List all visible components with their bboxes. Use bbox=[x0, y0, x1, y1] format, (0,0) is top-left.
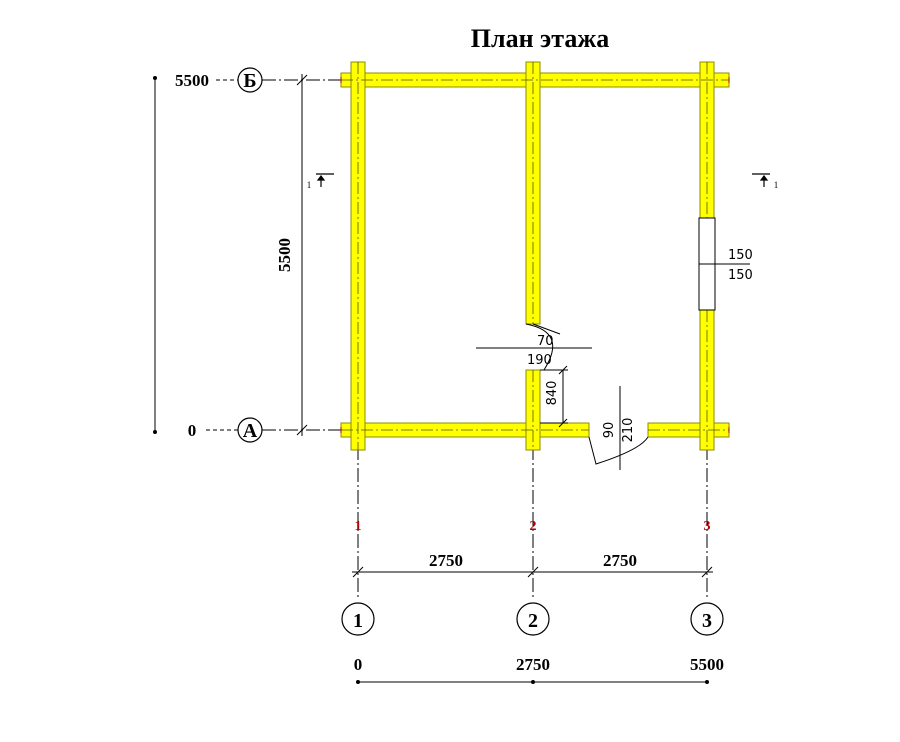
section-mark-left bbox=[316, 173, 334, 187]
section-right-label: 1 bbox=[774, 180, 779, 190]
door-840-dimension bbox=[540, 365, 568, 428]
level-bottom-label: 0 bbox=[188, 421, 197, 440]
inner-door-swing bbox=[525, 323, 554, 371]
coordinate-line bbox=[356, 680, 709, 684]
hdim-tick-3 bbox=[701, 566, 713, 578]
vdim-tick-top bbox=[296, 74, 308, 86]
span-1-2-label: 2750 bbox=[429, 551, 463, 570]
column-mark-1: 1 bbox=[355, 519, 362, 534]
section-left-label: 1 bbox=[307, 180, 312, 190]
vertical-dimension-label: 5500 bbox=[275, 238, 294, 272]
column-bubble-2-label: 2 bbox=[528, 610, 538, 632]
span-2-3-label: 2750 bbox=[603, 551, 637, 570]
column-mark-3: 3 bbox=[704, 519, 711, 534]
horizontal-dimension bbox=[352, 566, 713, 578]
entry-door-swing bbox=[588, 436, 649, 465]
column-bubble-1-label: 1 bbox=[353, 610, 363, 632]
coord-dot-2 bbox=[531, 680, 535, 684]
section-mark-right bbox=[752, 173, 770, 187]
dim-840-tick-bottom bbox=[558, 418, 568, 428]
wall-centerlines bbox=[341, 62, 729, 450]
hdim-tick-2 bbox=[527, 566, 539, 578]
coord-label-5500: 5500 bbox=[690, 655, 724, 674]
coord-label-2750: 2750 bbox=[516, 655, 550, 674]
window-size-bottom: 150 bbox=[728, 268, 753, 283]
level-top-label: 5500 bbox=[175, 71, 209, 90]
row-bubble-b-label: Б bbox=[243, 70, 256, 92]
coord-dot-3 bbox=[705, 680, 709, 684]
level-vertical-dot-top bbox=[153, 76, 157, 80]
inner-door-size-top: 70 bbox=[537, 334, 554, 349]
window-size-top: 150 bbox=[728, 248, 753, 263]
door-840-label: 840 bbox=[545, 381, 560, 406]
vertical-dimension bbox=[296, 74, 308, 436]
level-vertical-dot-bottom bbox=[153, 430, 157, 434]
coord-label-0: 0 bbox=[354, 655, 363, 674]
walls bbox=[340, 61, 730, 451]
vdim-tick-bottom bbox=[296, 424, 308, 436]
section-right-arrow-head bbox=[759, 175, 769, 181]
column-bubble-3-label: 3 bbox=[702, 610, 712, 632]
column-bubble-2 bbox=[516, 602, 550, 636]
column-bubble-3 bbox=[690, 602, 724, 636]
entry-door-size-top: 90 bbox=[602, 422, 617, 439]
row-bubble-a-label: А bbox=[243, 420, 258, 442]
inner-door-size-bottom: 190 bbox=[527, 353, 552, 368]
level-vertical-line bbox=[153, 76, 157, 434]
column-mark-2: 2 bbox=[530, 519, 537, 534]
plan-title: План этажа bbox=[471, 24, 609, 53]
coord-dot-1 bbox=[356, 680, 360, 684]
dim-840-tick-top bbox=[558, 365, 568, 375]
wall-end-marks bbox=[340, 77, 730, 433]
section-left-arrow-head bbox=[316, 175, 326, 181]
column-bubble-1 bbox=[341, 602, 375, 636]
inner-door-leaf bbox=[532, 323, 561, 335]
hdim-tick-1 bbox=[352, 566, 364, 578]
axis-lines bbox=[262, 79, 708, 600]
entry-door-size-bottom: 210 bbox=[621, 418, 636, 443]
